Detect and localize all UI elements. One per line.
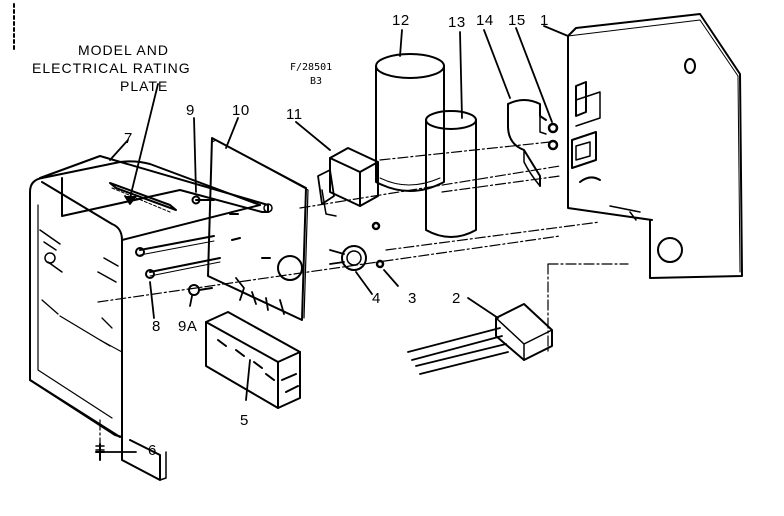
part-14-clamp [507, 99, 547, 187]
title-line-2: ELECTRICAL RATING [32, 60, 191, 76]
callout-1: 1 [540, 12, 549, 29]
callout-6: 6 [148, 442, 157, 459]
callout-14: 14 [476, 12, 494, 29]
title-line-3: PLATE [120, 78, 169, 94]
callout-11: 11 [286, 106, 303, 123]
part-8-long-screws [135, 235, 221, 279]
part-1-housing [567, 13, 743, 279]
part-15-nuts [547, 122, 559, 151]
part-7-front-cover [29, 155, 269, 481]
callout-7: 7 [124, 130, 133, 147]
part-6-screw [95, 443, 105, 461]
drawing-code-line-2: B3 [310, 76, 323, 87]
part-2-harness [407, 303, 553, 375]
callout-10: 10 [232, 102, 250, 119]
callout-4: 4 [372, 290, 381, 307]
callout-3: 3 [408, 290, 417, 307]
part-9a-screw [188, 284, 213, 296]
callout-9a: 9A [178, 318, 198, 335]
part-5-terminal-block [205, 311, 301, 409]
part-9-screw [191, 195, 215, 205]
callout-5: 5 [240, 412, 249, 429]
part-12-capacitor [375, 53, 445, 192]
part-13-capacitor [425, 110, 477, 238]
title-line-1: MODEL AND [78, 42, 169, 58]
callout-9: 9 [186, 102, 195, 119]
part-3-screws [371, 221, 385, 269]
leader-lines [103, 25, 569, 453]
drawing-code-line-1: F/28501 [290, 62, 333, 73]
callout-12: 12 [392, 12, 410, 29]
part-10-mounting-plate [207, 137, 309, 321]
callout-2: 2 [452, 290, 461, 307]
callout-15: 15 [508, 12, 526, 29]
callout-8: 8 [152, 318, 161, 335]
part-11-relay [317, 147, 379, 217]
alignment-lines [97, 141, 629, 445]
callout-13: 13 [448, 14, 466, 31]
